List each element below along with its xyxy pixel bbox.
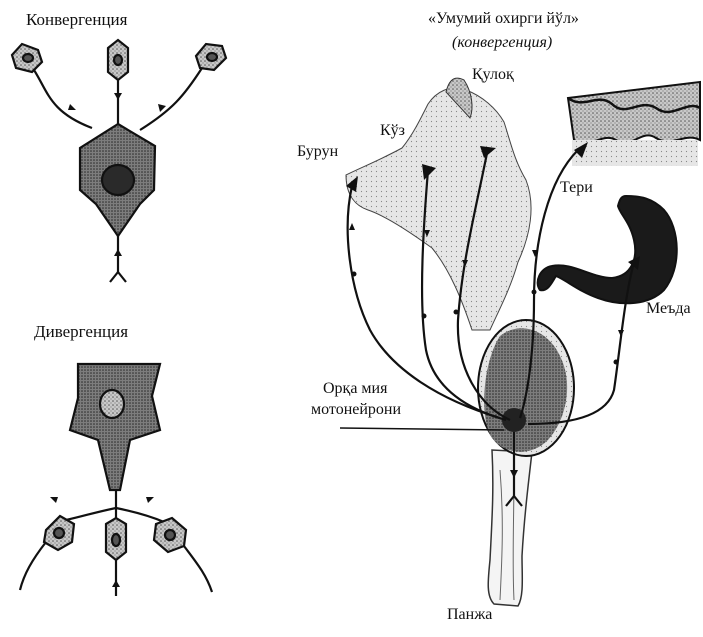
final-common-path-diagram	[340, 78, 700, 606]
pathway-title: «Умумий охирги йўл»	[428, 10, 579, 28]
label-stomach: Меъда	[646, 300, 691, 318]
stomach-organ	[538, 196, 677, 303]
motoneuron-pointer-line	[340, 428, 504, 430]
label-paw: Панжа	[447, 606, 492, 624]
divergence-source-neuron	[70, 364, 160, 508]
postsynaptic-neuron-left	[20, 516, 74, 590]
label-skin: Тери	[560, 179, 593, 197]
convergence-target-neuron	[80, 124, 155, 282]
label-nose: Бурун	[297, 143, 338, 161]
postsynaptic-neuron-center	[106, 518, 126, 596]
skin-tissue	[568, 82, 700, 143]
presynaptic-neuron-center	[108, 40, 128, 128]
presynaptic-neuron-left	[12, 44, 92, 128]
dog-head-silhouette	[346, 88, 531, 330]
label-motoneuron-line2: мотонейрони	[311, 401, 401, 419]
dog-leg-silhouette	[488, 450, 532, 606]
convergence-diagram	[12, 40, 226, 282]
presynaptic-neuron-right	[140, 44, 226, 130]
label-ear: Қулоқ	[472, 66, 514, 84]
divergence-diagram	[20, 364, 212, 596]
postsynaptic-neuron-right	[154, 518, 212, 592]
label-eye: Кўз	[380, 122, 405, 140]
pathway-subtitle: (конвергенция)	[452, 34, 552, 52]
label-motoneuron-line1: Орқа мия	[323, 380, 387, 398]
divergence-title: Дивергенция	[34, 322, 128, 342]
convergence-title: Конвергенция	[26, 10, 127, 30]
